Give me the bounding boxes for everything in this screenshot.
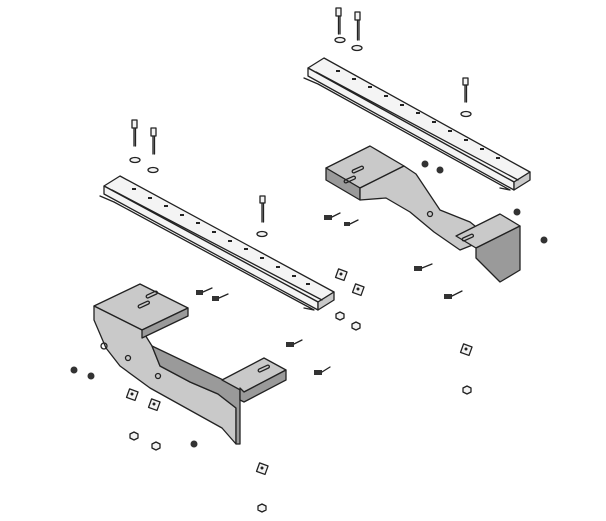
nut <box>351 321 361 331</box>
bolt-front-top-1 <box>131 119 138 147</box>
carriage-bolt-rear-2 <box>344 219 359 226</box>
rear-offset-bracket <box>325 145 521 283</box>
square-washer <box>334 268 348 282</box>
carriage-bolt-rear-1 <box>324 212 341 220</box>
carriage-bolt-front-4 <box>314 366 331 375</box>
front-mounting-bracket <box>93 283 287 445</box>
rail-holes <box>132 188 310 285</box>
nut <box>87 372 95 380</box>
rail-holes <box>336 70 500 159</box>
carriage-bolt-rear-4 <box>444 290 463 299</box>
nut <box>190 440 198 448</box>
nut <box>151 441 161 451</box>
nut <box>540 236 548 244</box>
carriage-bolt-front-2 <box>212 293 229 301</box>
bolt-rear-top-2 <box>354 11 361 41</box>
nut <box>129 431 139 441</box>
rear-hardware <box>324 160 548 395</box>
nut <box>513 208 521 216</box>
washer-rear-1 <box>334 36 346 44</box>
carriage-bolt-front-3 <box>286 339 303 347</box>
washer-rear-2 <box>351 44 363 52</box>
square-washer <box>147 398 161 412</box>
square-washer <box>125 388 139 402</box>
front-hardware <box>70 287 331 513</box>
nut <box>462 385 472 395</box>
carriage-bolt-front-1 <box>196 287 213 295</box>
square-washer <box>459 343 473 357</box>
square-washer <box>351 283 365 297</box>
rear-slotted-rail <box>303 57 531 191</box>
nut <box>421 160 429 168</box>
washer-front-2 <box>147 166 159 174</box>
bolt-front-top-2 <box>150 127 157 155</box>
bolt-rear-top-1 <box>335 7 342 35</box>
bolt-rear-rail <box>460 77 472 118</box>
carriage-bolt-rear-3 <box>414 263 433 271</box>
front-assembly <box>70 119 335 513</box>
bolt-front-rail <box>256 195 268 238</box>
nut <box>257 503 267 513</box>
nut <box>436 166 444 174</box>
washer-front-1 <box>129 156 141 164</box>
rear-assembly <box>303 7 548 395</box>
nut <box>70 366 78 374</box>
nut <box>335 311 345 321</box>
front-slotted-rail <box>99 175 335 311</box>
square-washer <box>255 462 269 476</box>
